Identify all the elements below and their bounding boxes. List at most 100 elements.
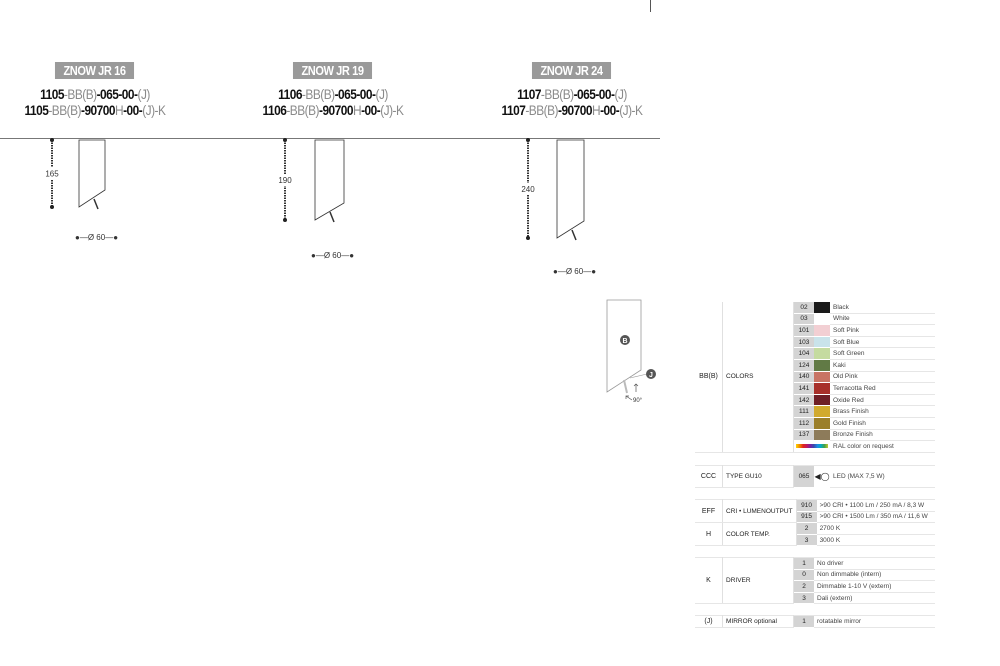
k-key: K: [695, 557, 723, 605]
colors-label: COLORS: [722, 302, 794, 453]
color-code: 137: [793, 429, 814, 442]
color-swatch: [814, 394, 830, 407]
color-row: 140 Old Pink: [695, 371, 935, 384]
product-header: ZNOW JR 16 1105-BB(B)-065-00-(J) 1105-BB…: [0, 62, 215, 118]
code-part: (J): [137, 86, 150, 102]
color-row: 101 Soft Pink: [695, 324, 935, 337]
code-part: -90700: [557, 102, 593, 118]
code-part: 1105: [24, 102, 49, 118]
color-swatch: [814, 417, 830, 430]
code-part: -90700: [318, 102, 354, 118]
colors-key: BB(B): [695, 302, 723, 453]
product-header: ZNOW JR 19 1106-BB(B)-065-00-(J) 1106-BB…: [213, 62, 453, 118]
color-name: Soft Pink: [830, 324, 935, 337]
driver-desc: Non dimmable (intern): [814, 569, 935, 582]
eff-row: 915>90 CRI • 1500 Lm / 350 mA / 11,6 W: [695, 511, 935, 524]
bulb-icon: ◀◯: [814, 465, 830, 488]
eff-desc: >90 CRI • 1500 Lm / 350 mA / 11,6 W: [816, 511, 935, 524]
h-label: COLOR TEMP.: [722, 522, 797, 547]
color-swatch: [814, 429, 830, 442]
dimension-end: [50, 138, 54, 142]
code-part: 1105: [40, 86, 64, 102]
code-part: -90700: [80, 102, 116, 118]
product-code-1: 1105-BB(B)-065-00-(J): [0, 86, 197, 102]
ccc-key: CCC: [695, 465, 723, 488]
color-code: 03: [793, 313, 814, 326]
color-name: Bronze Finish: [830, 429, 935, 442]
fixture-outline: [314, 139, 345, 221]
color-name: Old Pink: [830, 371, 935, 384]
color-row: BB(B)COLORS 02 Black: [695, 302, 935, 453]
code-part: 1107: [501, 102, 526, 118]
color-name: Soft Blue: [830, 336, 935, 349]
diameter-value: Ø 60: [323, 251, 342, 260]
product-header: ZNOW JR 24 1107-BB(B)-065-00-(J) 1107-BB…: [452, 62, 692, 118]
color-swatch: [814, 371, 830, 384]
driver-code: 2: [793, 580, 814, 593]
color-code: 101: [793, 324, 814, 337]
code-part: -BB(B): [525, 102, 558, 118]
h-key: H: [695, 522, 723, 547]
color-name: Gold Finish: [830, 417, 935, 430]
rotate-arrow-icon: [625, 395, 633, 401]
label-bg: [521, 183, 535, 195]
color-code: 140: [793, 371, 814, 384]
height-label: 165: [45, 170, 59, 179]
code-part: -BB(B): [63, 86, 97, 102]
color-swatch: [814, 347, 830, 360]
mirror-tab: [571, 229, 577, 241]
diameter-label: ●—Ø 60—●: [553, 267, 597, 276]
code-part: -00-: [361, 102, 381, 118]
eff-label: CRI • LUMENOUTPUT: [722, 499, 797, 524]
code-part: -BB(B): [48, 102, 81, 118]
marker-b-circle: [620, 335, 630, 345]
code-part: (J): [375, 86, 388, 102]
color-name: Brass Finish: [830, 405, 935, 418]
code-part: -065-00-: [334, 86, 376, 102]
eff-code: 910: [796, 499, 817, 512]
color-code: 02: [793, 302, 814, 314]
code-part: H: [352, 102, 362, 118]
dimension-end: [526, 138, 530, 142]
driver-code: 0: [793, 569, 814, 582]
ccc-code: 065: [793, 465, 814, 488]
color-name: Kaki: [830, 359, 935, 372]
color-name: Black: [830, 302, 935, 314]
ccc-desc: LED (MAX 7,5 W): [830, 465, 935, 488]
product-code-2: 1107-BB(B)-90700H-00-(J)-K: [470, 102, 674, 118]
fixture-outline: [78, 139, 106, 208]
color-swatch: [814, 313, 830, 326]
color-code: 124: [793, 359, 814, 372]
color-swatch: [814, 336, 830, 349]
color-code: 142: [793, 394, 814, 407]
marker-j-circle: [646, 369, 656, 379]
mirror-tab: [623, 379, 628, 394]
page-divider: [650, 0, 651, 12]
ral-label: RAL color on request: [830, 440, 935, 453]
code-part: 1107: [517, 86, 541, 102]
color-row: 137 Bronze Finish: [695, 429, 935, 442]
product-name: ZNOW JR 24: [532, 62, 612, 79]
code-part: (J)-K: [142, 102, 166, 118]
code-part: 1106: [262, 102, 287, 118]
code-part: -BB(B): [540, 86, 574, 102]
dimension-end: [283, 218, 287, 222]
temp-code: 3: [796, 534, 817, 547]
color-swatch: [814, 324, 830, 337]
code-part: H: [114, 102, 124, 118]
j-key: (J): [695, 615, 723, 628]
driver-desc: No driver: [814, 557, 935, 570]
ccc-label: TYPE GU10: [722, 465, 794, 488]
